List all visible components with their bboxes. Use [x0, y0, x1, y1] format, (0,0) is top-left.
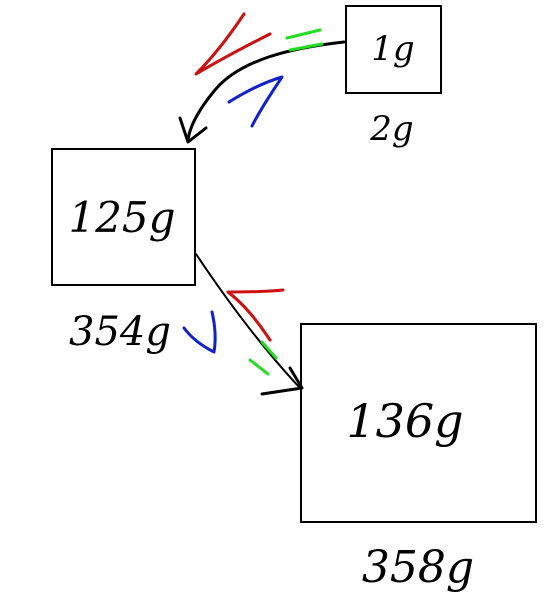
box-small: 1g — [345, 5, 442, 94]
box-medium-sub-label: 354g — [69, 309, 171, 355]
arrow-medium-to-large — [195, 253, 301, 389]
box-small-value: 1g — [371, 29, 414, 69]
box-medium: 125g — [51, 148, 196, 286]
box-medium-frame — [51, 148, 196, 286]
green-dash-mark-bottom — [248, 340, 278, 376]
box-small-frame — [345, 5, 442, 94]
red-check-mark-top — [194, 12, 272, 76]
box-large-sub-label: 358g — [362, 542, 474, 593]
arrow-small-to-medium-head — [178, 116, 208, 144]
blue-check-mark-bottom — [182, 310, 217, 354]
blue-check-mark-top — [227, 75, 284, 128]
box-large: 136g — [300, 323, 537, 523]
box-small-sub-label: 2g — [369, 109, 413, 149]
box-large-frame — [300, 323, 537, 523]
green-dash-mark-top — [285, 28, 324, 52]
red-check-mark-bottom — [226, 288, 285, 342]
box-large-value: 136g — [346, 394, 463, 448]
box-medium-value: 125g — [68, 193, 175, 242]
arrow-medium-to-large-head — [260, 366, 304, 396]
